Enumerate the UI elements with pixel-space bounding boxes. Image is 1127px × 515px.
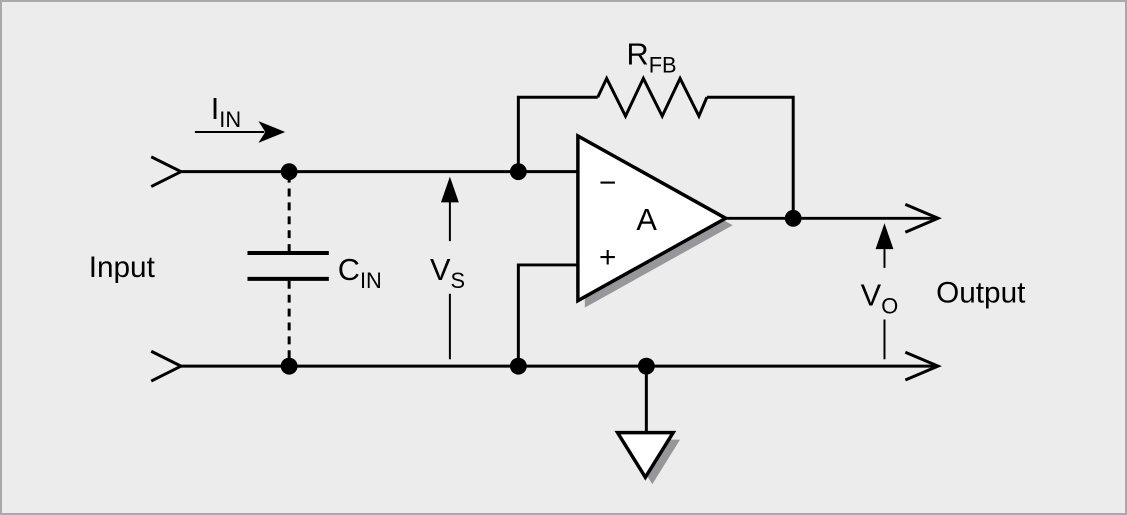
input-chevron-top-icon	[150, 155, 185, 188]
vo-label-main: V	[861, 278, 882, 313]
opamp-body	[576, 132, 730, 304]
vs-label: VS	[430, 252, 465, 293]
feedback-resistor-zigzag	[596, 75, 709, 120]
rfb-label: RFB	[627, 37, 677, 78]
rfb-label-sub: FB	[649, 52, 677, 77]
cin-label-main: C	[338, 252, 360, 287]
rfb-label-main: R	[627, 37, 649, 72]
opamp-noninverting-label: +	[599, 241, 616, 274]
bottom-rail-arrow-chevron-icon	[904, 350, 942, 382]
noninverting-input-wire	[516, 263, 578, 367]
vo-arrowhead-icon	[875, 223, 894, 250]
vo-label: VO	[861, 278, 898, 319]
junction-dot-bottom-noninverting	[509, 357, 527, 375]
opamp-gain-label: A	[636, 202, 657, 237]
iin-label: IIN	[211, 91, 241, 132]
input-label: Input	[89, 251, 156, 284]
junction-dot-bottom-capacitor	[280, 357, 298, 375]
feedback-wire-left	[516, 95, 598, 172]
vs-label-sub: S	[451, 268, 466, 293]
ground-symbol	[614, 430, 677, 481]
iin-label-sub: IN	[219, 107, 241, 132]
cin-label: CIN	[338, 252, 382, 293]
iin-arrowhead-icon	[258, 121, 286, 143]
cin-label-sub: IN	[360, 268, 382, 293]
junction-dot-top-feedback	[509, 163, 527, 181]
iin-label-main: I	[211, 91, 220, 126]
junction-dot-output-node	[784, 209, 802, 227]
output-label: Output	[936, 277, 1026, 310]
vs-label-main: V	[430, 252, 451, 287]
input-chevron-bottom-icon	[150, 349, 185, 383]
opamp-inverting-label: −	[599, 167, 616, 200]
vo-label-sub: O	[881, 294, 898, 319]
output-arrow-chevron-icon	[904, 203, 942, 234]
feedback-wire-right	[706, 95, 795, 219]
vs-arrowhead-icon	[440, 176, 459, 203]
junction-dot-top-capacitor	[280, 163, 298, 181]
junction-dot-ground	[637, 357, 655, 375]
